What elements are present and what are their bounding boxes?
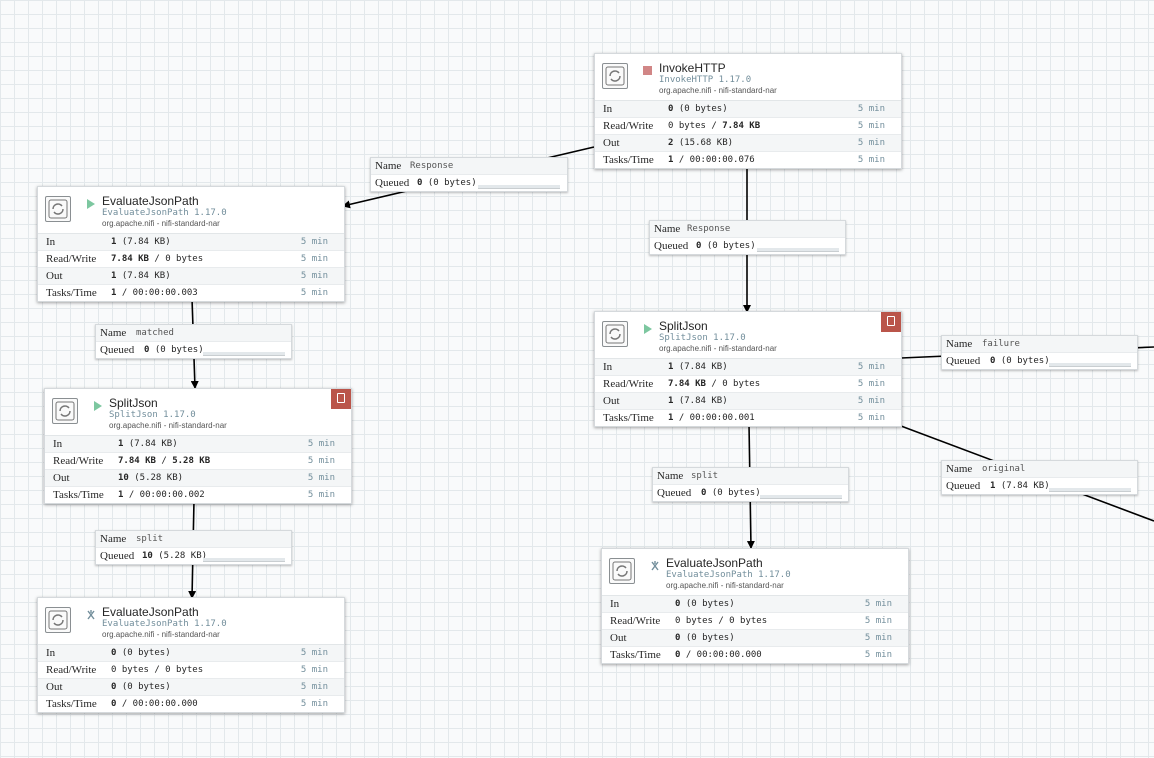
running-icon [644, 324, 652, 334]
stopped-icon [643, 66, 652, 75]
processor-splitjson-1[interactable]: SplitJson SplitJson 1.17.0 org.apache.ni… [44, 388, 352, 504]
processor-evaluatejsonpath-3[interactable]: EvaluateJsonPath EvaluateJsonPath 1.17.0… [601, 548, 909, 664]
bulletin-icon[interactable] [331, 389, 351, 409]
running-icon [87, 199, 95, 209]
invalid-icon [651, 561, 659, 571]
processor-type: EvaluateJsonPath 1.17.0 [666, 570, 791, 580]
processor-bundle: org.apache.nifi - nifi-standard-nar [102, 219, 220, 228]
processor-icon [602, 63, 628, 89]
processor-invokehttp[interactable]: InvokeHTTP InvokeHTTP 1.17.0 org.apache.… [594, 53, 902, 169]
processor-evaluatejsonpath-1[interactable]: EvaluateJsonPath EvaluateJsonPath 1.17.0… [37, 186, 345, 302]
processor-name: InvokeHTTP [659, 61, 726, 75]
processor-bundle: org.apache.nifi - nifi-standard-nar [102, 630, 220, 639]
processor-type: SplitJson 1.17.0 [659, 333, 746, 343]
processor-name: EvaluateJsonPath [102, 605, 199, 619]
invalid-icon [87, 610, 95, 620]
processor-name: SplitJson [109, 396, 158, 410]
processor-bundle: org.apache.nifi - nifi-standard-nar [659, 86, 777, 95]
processor-name: EvaluateJsonPath [666, 556, 763, 570]
processor-type: InvokeHTTP 1.17.0 [659, 75, 752, 85]
processor-icon [602, 321, 628, 347]
processor-evaluatejsonpath-2[interactable]: EvaluateJsonPath EvaluateJsonPath 1.17.0… [37, 597, 345, 713]
processor-icon [45, 607, 71, 633]
processor-bundle: org.apache.nifi - nifi-standard-nar [666, 581, 784, 590]
processor-type: EvaluateJsonPath 1.17.0 [102, 208, 227, 218]
processor-type: EvaluateJsonPath 1.17.0 [102, 619, 227, 629]
processor-bundle: org.apache.nifi - nifi-standard-nar [659, 344, 777, 353]
processor-type: SplitJson 1.17.0 [109, 410, 196, 420]
processor-icon [52, 398, 78, 424]
processor-icon [45, 196, 71, 222]
running-icon [94, 401, 102, 411]
processor-bundle: org.apache.nifi - nifi-standard-nar [109, 421, 227, 430]
bulletin-icon[interactable] [881, 312, 901, 332]
processor-name: SplitJson [659, 319, 708, 333]
processor-name: EvaluateJsonPath [102, 194, 199, 208]
processor-splitjson-2[interactable]: SplitJson SplitJson 1.17.0 org.apache.ni… [594, 311, 902, 427]
processor-icon [609, 558, 635, 584]
